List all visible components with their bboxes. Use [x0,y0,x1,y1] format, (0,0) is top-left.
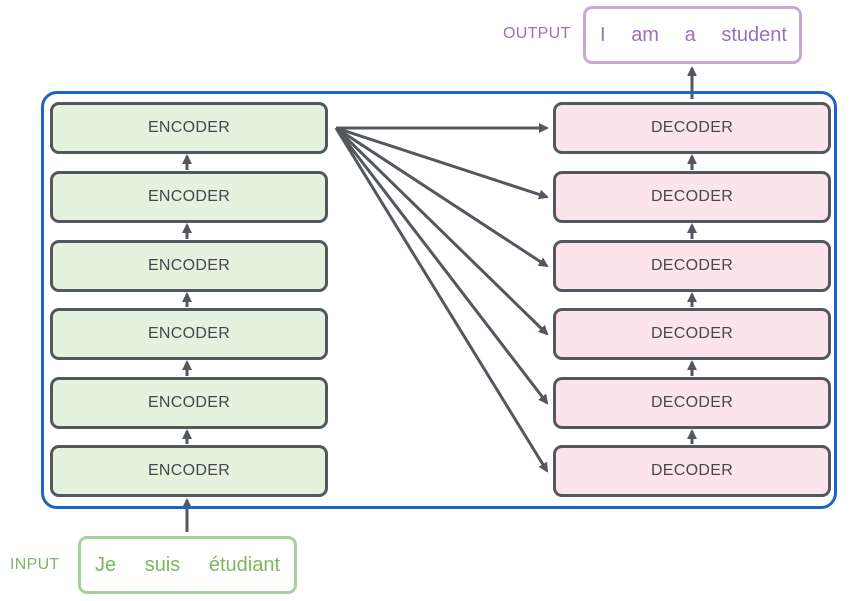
encoder-block: ENCODER [50,377,328,429]
input-token: étudiant [208,553,280,576]
decoder-block: DECODER [553,445,831,497]
output-label: OUTPUT [503,25,571,42]
encoder-to-decoder-arrow [334,127,549,473]
output-token: am [631,23,659,46]
encoder-to-decoder-arrow [334,126,549,336]
decoder-block: DECODER [553,240,831,292]
encoder-block: ENCODER [50,308,328,360]
output-token: I [600,23,606,46]
input-sentence-box: Je suis étudiant [78,536,297,594]
decoder-block: DECODER [553,171,831,223]
encoder-block: ENCODER [50,240,328,292]
input-token: Je [95,553,117,576]
input-token: suis [144,553,181,576]
output-token: student [721,23,787,46]
encoder-decoder-stack-container [41,91,837,509]
output-token: a [684,23,696,46]
output-sentence-box: I am a student [583,6,802,64]
encoder-block: ENCODER [50,445,328,497]
decoder-block: DECODER [553,377,831,429]
decoder-block: DECODER [553,308,831,360]
input-label: INPUT [10,556,60,573]
encoder-to-decoder-arrow [335,126,549,200]
decoder-block: DECODER [553,102,831,154]
encoder-block: ENCODER [50,171,328,223]
encoder-to-decoder-arrow [334,127,549,405]
encoder-block: ENCODER [50,102,328,154]
encoder-to-decoder-arrow [335,126,549,268]
